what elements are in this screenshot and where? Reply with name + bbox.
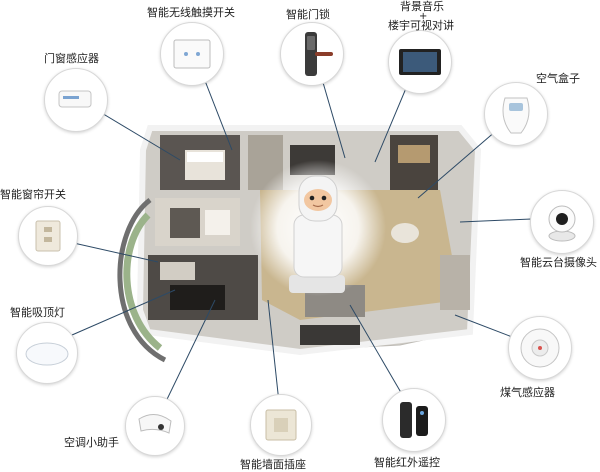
outer-wall (136, 125, 482, 356)
label-ir-remote: 智能红外遥控 (374, 456, 440, 469)
ir-remote-icon (400, 402, 428, 438)
label-ceiling-light: 智能吸顶灯 (10, 306, 65, 319)
label-ptz-camera: 智能云台摄像头 (520, 256, 597, 269)
label-ac-helper: 空调小助手 (64, 436, 119, 449)
label-air-box: 空气盒子 (536, 72, 580, 85)
door-sensor-circle (44, 68, 108, 132)
dining-table (391, 223, 419, 243)
curtain-switch-circle (18, 206, 78, 266)
curved-balcony (117, 198, 167, 363)
door-sensor-icon (58, 90, 92, 108)
label-curtain-switch: 智能窗帘开关 (0, 188, 66, 201)
camera-circle (530, 190, 594, 254)
label-touch-switch: 智能无线触摸开关 (147, 6, 235, 19)
air-box-circle (484, 82, 548, 146)
label-gas-sensor: 煤气感应器 (500, 386, 555, 399)
air-box-icon (502, 97, 530, 134)
intercom-panel-icon (399, 49, 441, 75)
wall-socket-icon (265, 409, 297, 441)
ac-helper-icon (138, 414, 172, 434)
balcony-right (440, 255, 470, 310)
label-door-sensor: 门窗感应器 (44, 52, 99, 65)
robot-icon (289, 175, 345, 293)
ac-helper-circle (125, 396, 185, 456)
label-smart-lock: 智能门锁 (286, 8, 330, 21)
label-wall-socket: 智能墙面插座 (240, 458, 306, 471)
intercom-circle (388, 30, 452, 94)
ptz-camera-icon (548, 205, 576, 242)
gas-sensor-circle (508, 316, 572, 380)
lock-circle (280, 22, 344, 86)
touch-switch-icon (173, 39, 211, 69)
curtain-switch-icon (35, 220, 61, 252)
door-lock-icon (305, 32, 333, 76)
label-bg-music-plus: + (419, 11, 428, 22)
ceiling-light-circle (16, 322, 78, 384)
gas-sensor-icon (520, 328, 560, 368)
wall-socket-circle (250, 394, 312, 456)
touch-switch-circle (160, 22, 224, 86)
ceiling-light-icon (25, 342, 69, 366)
label-intercom: 楼宇可视对讲 (388, 19, 454, 32)
ir-remote-circle (382, 388, 446, 452)
label-bg-music: 背景音乐 (400, 0, 444, 13)
